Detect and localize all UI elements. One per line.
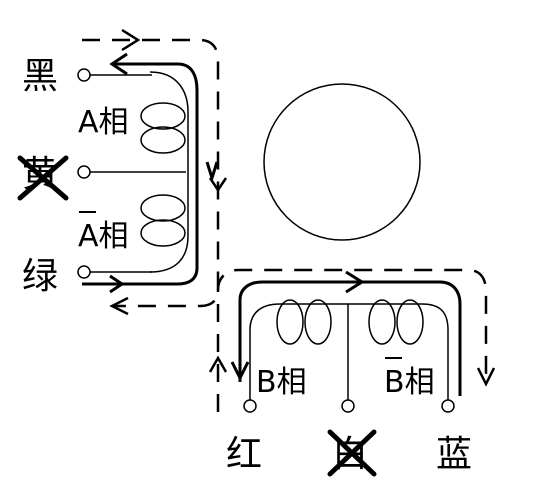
terminal-blue [441,399,455,413]
phase-b-winding [249,299,449,400]
phase-b-dashed-path [208,268,496,412]
wire-label-black: 黑 [22,56,58,97]
wire-label-blue: 蓝 [436,434,472,475]
phase-label-b: B相 [256,365,307,400]
terminal-white [341,399,355,413]
phase-a-winding [90,71,189,273]
wire-label-red: 红 [226,434,262,475]
phase-b-current-path [230,270,462,396]
phase-label-a-bar: A相 [78,219,129,254]
wire-label-green: 绿 [22,256,58,297]
terminal-green [77,265,91,279]
disconnect-mark-yellow [17,155,69,201]
phase-a-current-path [82,52,219,294]
terminal-red [243,399,257,413]
terminal-yellow [77,165,91,179]
rotor-circle [263,83,421,241]
terminal-black [77,68,91,82]
phase-a-dashed-path [82,28,228,316]
phase-label-a: A相 [78,105,129,140]
phase-label-b-bar: B相 [384,365,435,400]
disconnect-mark-white [327,429,377,477]
